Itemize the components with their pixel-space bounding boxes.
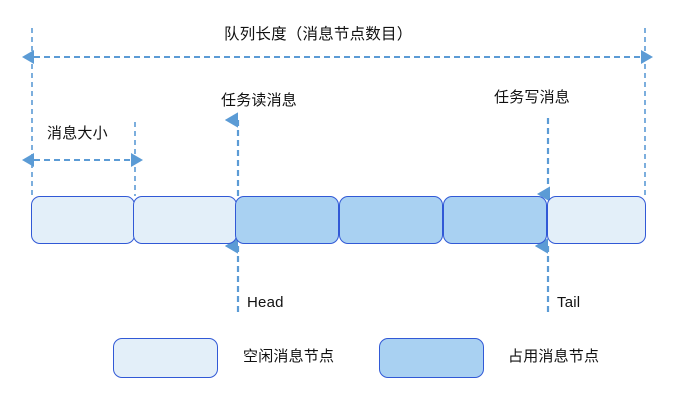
legend-label-occupied: 占用消息节点 — [508, 348, 600, 365]
legend-swatch-free — [113, 338, 218, 378]
head-label: Head — [247, 294, 284, 311]
task-read-label: 任务读消息 — [221, 92, 298, 109]
queue-node-6[interactable] — [547, 196, 646, 244]
tail-label: Tail — [557, 294, 581, 311]
queue-node-5[interactable] — [443, 196, 547, 244]
queue-length-label: 队列长度（消息节点数目） — [224, 26, 413, 43]
queue-node-1[interactable] — [31, 196, 135, 244]
legend-label-free: 空闲消息节点 — [243, 348, 335, 365]
queue-node-3[interactable] — [235, 196, 339, 244]
legend-swatch-occupied — [379, 338, 484, 378]
task-write-label: 任务写消息 — [494, 89, 571, 106]
queue-node-2[interactable] — [133, 196, 237, 244]
queue-node-4[interactable] — [339, 196, 443, 244]
message-size-label: 消息大小 — [47, 125, 108, 142]
